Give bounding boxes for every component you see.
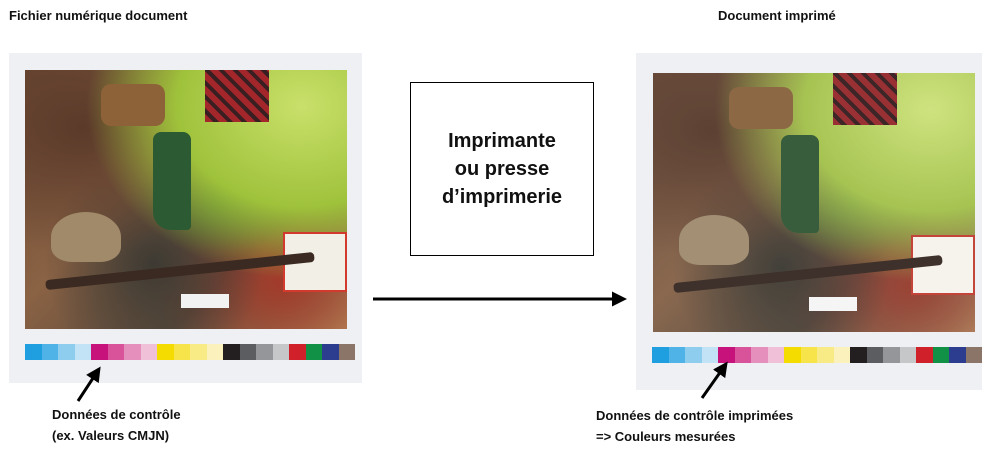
left-control-arrow bbox=[76, 366, 101, 402]
printer-box: Imprimante ou presse d’imprimerie bbox=[410, 82, 594, 256]
hat-shape bbox=[679, 215, 749, 265]
color-patch bbox=[718, 347, 735, 363]
color-patch bbox=[817, 347, 834, 363]
color-patch bbox=[41, 344, 58, 360]
color-patch bbox=[701, 347, 718, 363]
printed-control-strip bbox=[652, 347, 982, 363]
tag-shape bbox=[181, 294, 229, 308]
printer-label-line1: Imprimante bbox=[448, 130, 556, 152]
color-patch bbox=[916, 347, 933, 363]
color-patch bbox=[833, 347, 850, 363]
digital-control-strip bbox=[25, 344, 355, 360]
color-patch bbox=[124, 344, 141, 360]
color-patch bbox=[206, 344, 223, 360]
color-patch bbox=[157, 344, 174, 360]
printer-label-line2: ou presse bbox=[454, 158, 550, 180]
color-patch bbox=[949, 347, 966, 363]
color-patch bbox=[899, 347, 916, 363]
color-patch bbox=[256, 344, 273, 360]
color-patch bbox=[74, 344, 91, 360]
color-patch bbox=[932, 347, 949, 363]
color-patch bbox=[767, 347, 784, 363]
bag-shape bbox=[729, 87, 793, 129]
color-patch bbox=[652, 347, 669, 363]
printed-document-photo bbox=[653, 73, 975, 332]
printed-document-panel bbox=[636, 53, 982, 390]
color-patch bbox=[107, 344, 124, 360]
color-patch bbox=[322, 344, 339, 360]
printer-label: Imprimante ou presse d’imprimerie bbox=[442, 127, 562, 211]
color-patch bbox=[25, 344, 42, 360]
left-caption-line2: (ex. Valeurs CMJN) bbox=[52, 428, 170, 443]
color-patch bbox=[883, 347, 900, 363]
color-patch bbox=[685, 347, 702, 363]
color-patch bbox=[866, 347, 883, 363]
color-patch bbox=[190, 344, 207, 360]
digital-file-photo bbox=[25, 70, 347, 329]
color-patch bbox=[965, 347, 982, 363]
color-patch bbox=[305, 344, 322, 360]
right-control-arrow bbox=[700, 361, 728, 399]
right-caption-line1: Données de contrôle imprimées bbox=[596, 408, 794, 423]
color-patch bbox=[784, 347, 801, 363]
color-patch bbox=[140, 344, 157, 360]
color-patch bbox=[734, 347, 751, 363]
left-caption-line1: Données de contrôle bbox=[52, 407, 181, 422]
color-patch bbox=[223, 344, 240, 360]
boot-shape bbox=[781, 135, 819, 233]
color-patch bbox=[58, 344, 75, 360]
bag-shape bbox=[101, 84, 165, 126]
right-title: Document imprimé bbox=[718, 8, 836, 23]
color-patch bbox=[239, 344, 256, 360]
right-caption: Données de contrôle imprimées => Couleur… bbox=[596, 405, 793, 447]
printer-label-line3: d’imprimerie bbox=[441, 186, 563, 208]
color-patch bbox=[272, 344, 289, 360]
boot-shape bbox=[153, 132, 191, 230]
digital-file-panel bbox=[9, 53, 362, 383]
right-caption-line2: => Couleurs mesurées bbox=[596, 429, 736, 444]
left-caption: Données de contrôle (ex. Valeurs CMJN) bbox=[52, 404, 181, 446]
tartan-shape bbox=[205, 70, 269, 122]
color-patch bbox=[338, 344, 355, 360]
color-patch bbox=[173, 344, 190, 360]
color-patch bbox=[289, 344, 306, 360]
tag-shape bbox=[809, 297, 857, 311]
color-patch bbox=[668, 347, 685, 363]
hat-shape bbox=[51, 212, 121, 262]
left-title: Fichier numérique document bbox=[9, 8, 188, 23]
color-patch bbox=[91, 344, 108, 360]
color-patch bbox=[850, 347, 867, 363]
tartan-shape bbox=[833, 73, 897, 125]
color-patch bbox=[800, 347, 817, 363]
color-patch bbox=[751, 347, 768, 363]
